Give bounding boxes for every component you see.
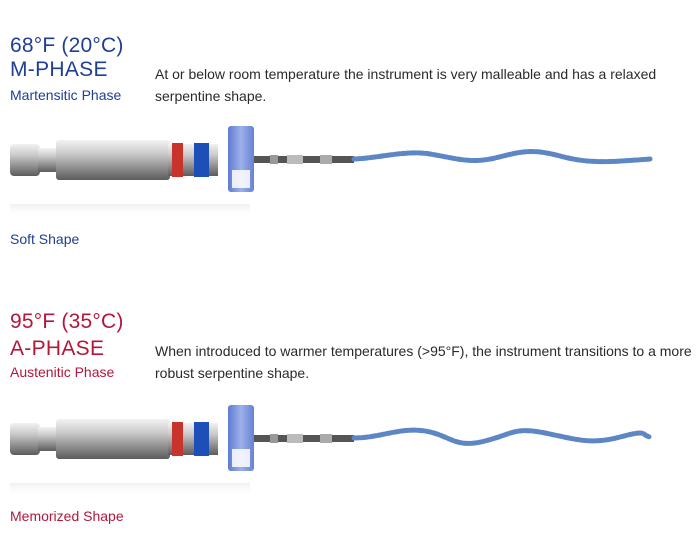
m-phase-title: M-PHASE: [10, 58, 108, 81]
handle-body: [56, 419, 170, 459]
m-phase-subtitle: Martensitic Phase: [10, 87, 122, 103]
handle-cap: [10, 423, 40, 455]
handle-body: [56, 140, 170, 180]
blue-band: [194, 143, 209, 177]
m-phase-instrument-illustration: [10, 126, 653, 218]
shaft: [254, 156, 354, 163]
m-phase-section: 68°F (20°C) M-PHASE Martensitic Phase At…: [10, 34, 657, 247]
handle-neck: [38, 148, 56, 172]
handle-neck: [38, 427, 56, 451]
m-phase-shape-label: Soft Shape: [10, 231, 80, 247]
a-phase-section: 95°F (35°C) A-PHASE Austenitic Phase Whe…: [0, 280, 700, 560]
handle-cap: [10, 144, 40, 176]
red-band: [172, 422, 183, 456]
a-phase-title: A-PHASE: [10, 337, 105, 360]
blue-band: [194, 422, 209, 456]
nickel-titanium-file: [351, 427, 653, 446]
a-phase-instrument-illustration: [10, 405, 653, 497]
a-phase-temperature: 95°F (35°C): [10, 310, 124, 333]
a-phase-shape-label: Memorized Shape: [10, 508, 124, 524]
red-band: [172, 143, 183, 177]
shaft: [254, 435, 354, 442]
a-phase-subtitle: Austenitic Phase: [10, 364, 115, 380]
a-phase-description: When introduced to warmer temperatures (…: [155, 343, 692, 381]
nickel-titanium-file: [351, 149, 653, 165]
m-phase-temperature: 68°F (20°C): [10, 34, 124, 57]
m-phase-description: At or below room temperature the instrum…: [155, 66, 657, 104]
